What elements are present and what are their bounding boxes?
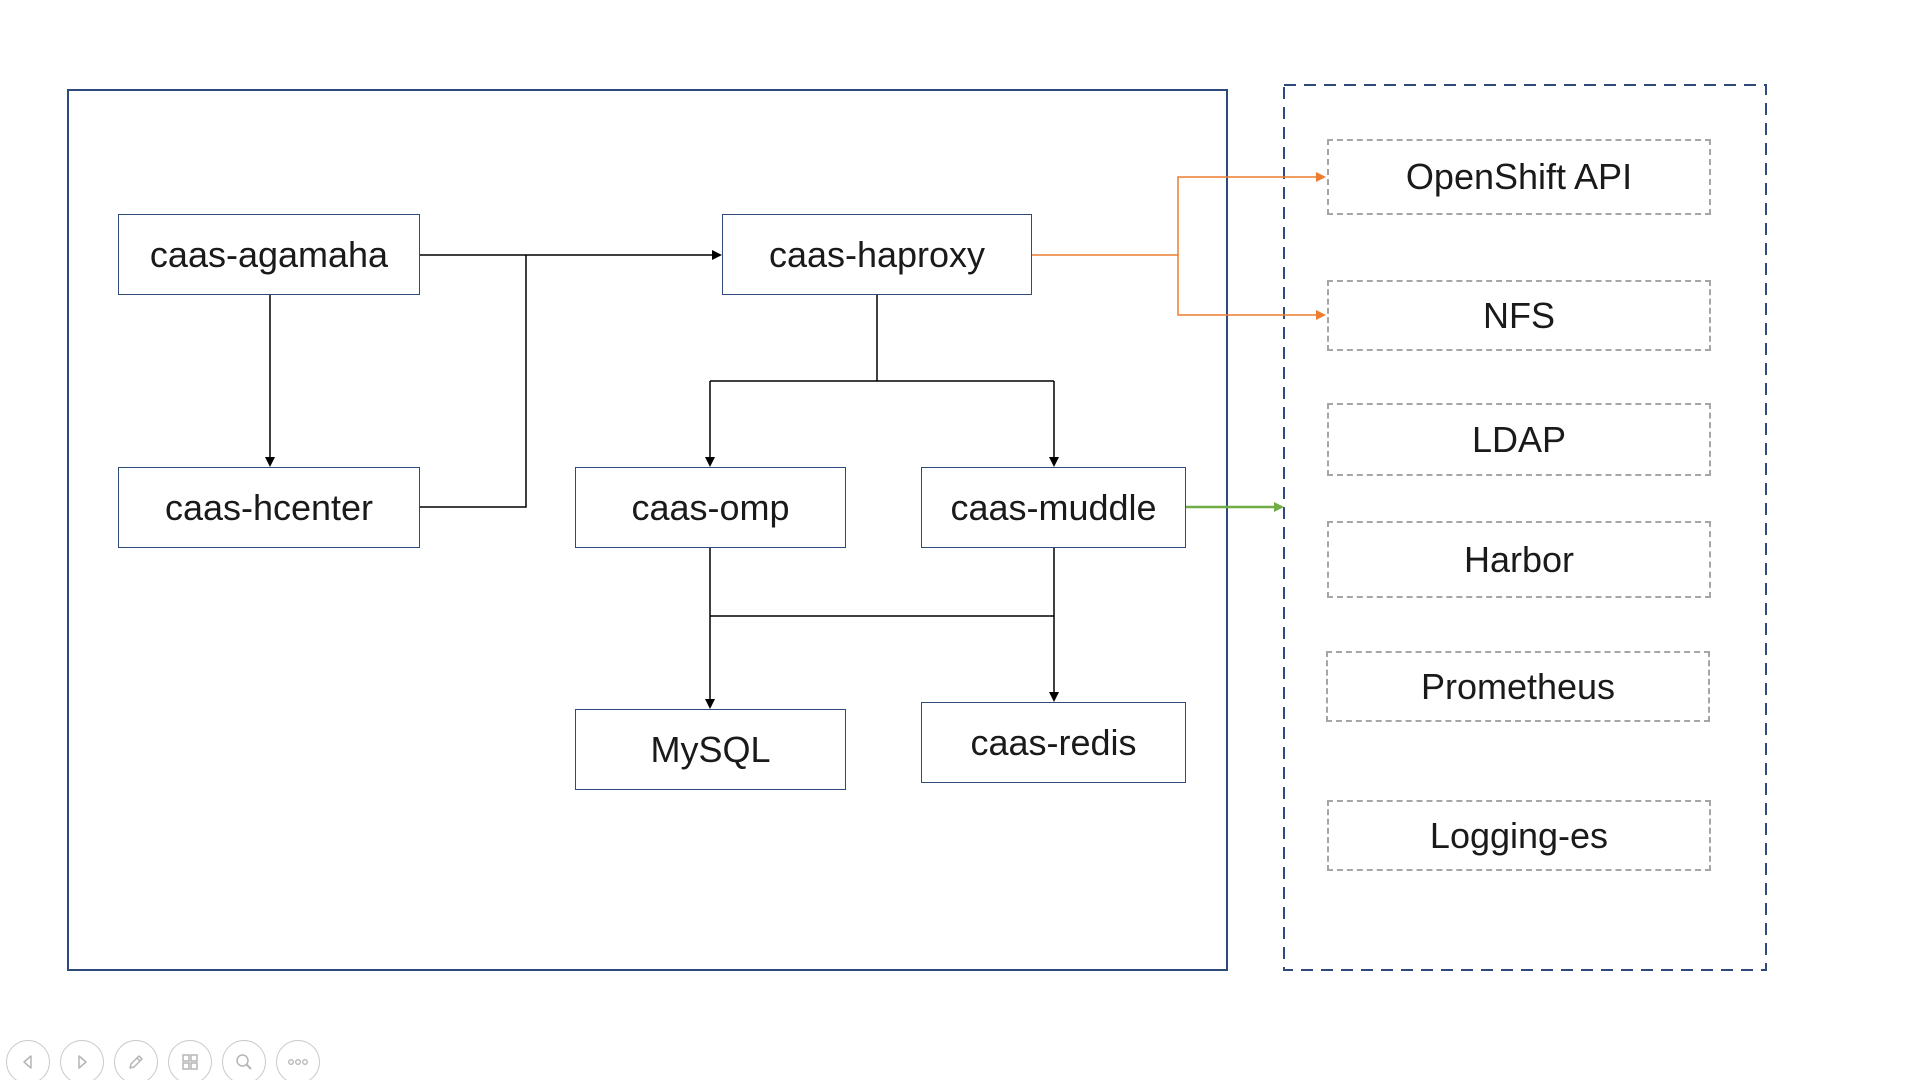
more-options-button[interactable] xyxy=(276,1040,320,1080)
nfs-node: NFS xyxy=(1327,280,1711,351)
edge-haproxy-nfs xyxy=(1177,255,1326,320)
logging-es-label: Logging-es xyxy=(1429,814,1609,856)
slides-icon xyxy=(182,1054,198,1070)
caas-hcenter-label: caas-hcenter xyxy=(164,486,374,528)
caas-muddle-label: caas-muddle xyxy=(950,486,1157,528)
previous-slide-button[interactable] xyxy=(6,1040,50,1080)
ldap-label: LDAP xyxy=(1471,418,1567,460)
caas-haproxy-node: caas-haproxy xyxy=(722,214,1032,295)
caas-redis-node: caas-redis xyxy=(921,702,1186,783)
caas-omp-node: caas-omp xyxy=(575,467,846,548)
external-services-frame xyxy=(1283,84,1767,971)
caas-haproxy-label: caas-haproxy xyxy=(768,233,986,275)
slideshow-toolbar xyxy=(6,1040,320,1080)
see-all-slides-button[interactable] xyxy=(168,1040,212,1080)
prometheus-node: Prometheus xyxy=(1326,651,1710,722)
mysql-label: MySQL xyxy=(650,728,771,770)
openshift-api-node: OpenShift API xyxy=(1327,139,1711,215)
zoom-button[interactable] xyxy=(222,1040,266,1080)
prometheus-label: Prometheus xyxy=(1420,665,1616,707)
pen-tool-button[interactable] xyxy=(114,1040,158,1080)
mysql-node: MySQL xyxy=(575,709,846,790)
caas-agamaha-node: caas-agamaha xyxy=(118,214,420,295)
caas-omp-label: caas-omp xyxy=(631,486,790,528)
harbor-node: Harbor xyxy=(1327,521,1711,598)
next-slide-button[interactable] xyxy=(60,1040,104,1080)
pen-icon xyxy=(129,1055,143,1069)
logging-es-node: Logging-es xyxy=(1327,800,1711,871)
ldap-node: LDAP xyxy=(1327,403,1711,476)
internal-services-frame xyxy=(67,89,1228,971)
caas-agamaha-label: caas-agamaha xyxy=(149,233,389,275)
caas-muddle-node: caas-muddle xyxy=(921,467,1186,548)
harbor-label: Harbor xyxy=(1463,538,1575,580)
zoom-icon xyxy=(236,1054,252,1070)
nfs-label: NFS xyxy=(1483,294,1555,336)
caas-redis-label: caas-redis xyxy=(970,721,1137,763)
edge-hcenter-haproxy xyxy=(420,255,527,508)
edge-haproxy-openshift xyxy=(1032,172,1326,256)
next-icon xyxy=(78,1055,87,1069)
previous-icon xyxy=(23,1055,32,1069)
openshift-api-label: OpenShift API xyxy=(1405,156,1633,197)
more-icon xyxy=(288,1059,308,1065)
caas-hcenter-node: caas-hcenter xyxy=(118,467,420,548)
